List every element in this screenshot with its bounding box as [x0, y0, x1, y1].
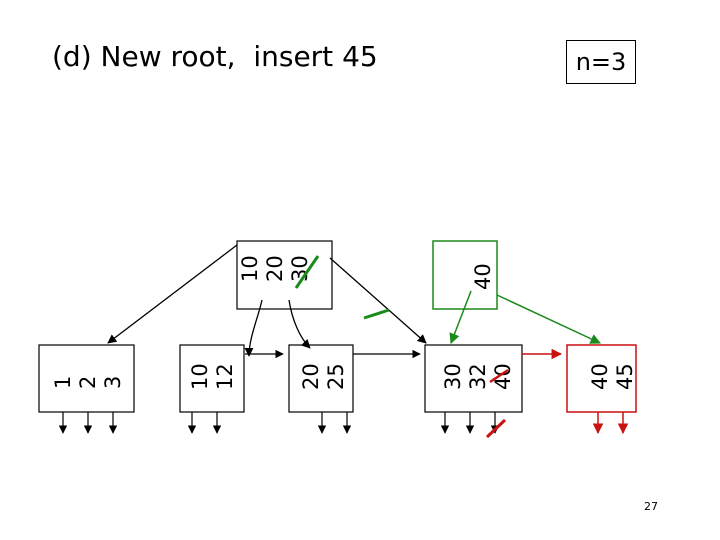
strike-mark-leaf-4: [485, 418, 507, 439]
leaf-node-3: [288, 344, 354, 413]
leaf-5-key-2: 45: [613, 363, 637, 390]
leaf-node-1: [38, 344, 135, 413]
pointer-new-root-to-leaf-5: [496, 294, 601, 344]
leaf-3-key-2: 25: [324, 363, 348, 390]
leaf-4-key-3: 40: [491, 363, 515, 390]
leaf-5-key-1: 40: [588, 363, 612, 390]
leaf-4-key-2: 32: [466, 363, 490, 390]
leaf-4-key-1: 30: [441, 363, 465, 390]
order-box: n=3: [566, 40, 636, 84]
leaf-2-key-1: 10: [188, 363, 212, 390]
leaf-node-5: [566, 344, 637, 413]
pointer-root-to-leaf-4-old: [329, 257, 427, 344]
root-left-key-2: 20: [263, 255, 287, 282]
slide-title: (d) New root, insert 45: [52, 40, 378, 73]
pointer-root-to-leaf-1: [107, 244, 238, 344]
leaf-node-2: [179, 344, 245, 413]
strike-mark-root-key: [294, 255, 320, 289]
strike-mark-leaf-4-key: [489, 368, 509, 384]
leaf-1-key-2: 2: [76, 376, 100, 389]
leaf-3-key-1: 20: [299, 363, 323, 390]
root-right-node: [432, 240, 498, 310]
root-right-key-1: 40: [471, 263, 495, 290]
pointer-new-root-to-leaf-4: [449, 290, 472, 344]
order-label: n=3: [575, 48, 627, 76]
pointer-root-to-leaf-3: [288, 299, 311, 349]
pointer-root-to-leaf-2: [244, 299, 263, 357]
leaf-1-key-3: 3: [101, 376, 125, 389]
leaf-2-key-2: 12: [213, 363, 237, 390]
page-number: 27: [644, 500, 658, 513]
leaf-node-4: [424, 344, 523, 413]
strike-mark-root-pointer: [363, 308, 390, 320]
root-left-node: [236, 240, 333, 310]
root-left-key-1: 10: [238, 255, 262, 282]
leaf-1-key-1: 1: [51, 376, 75, 389]
